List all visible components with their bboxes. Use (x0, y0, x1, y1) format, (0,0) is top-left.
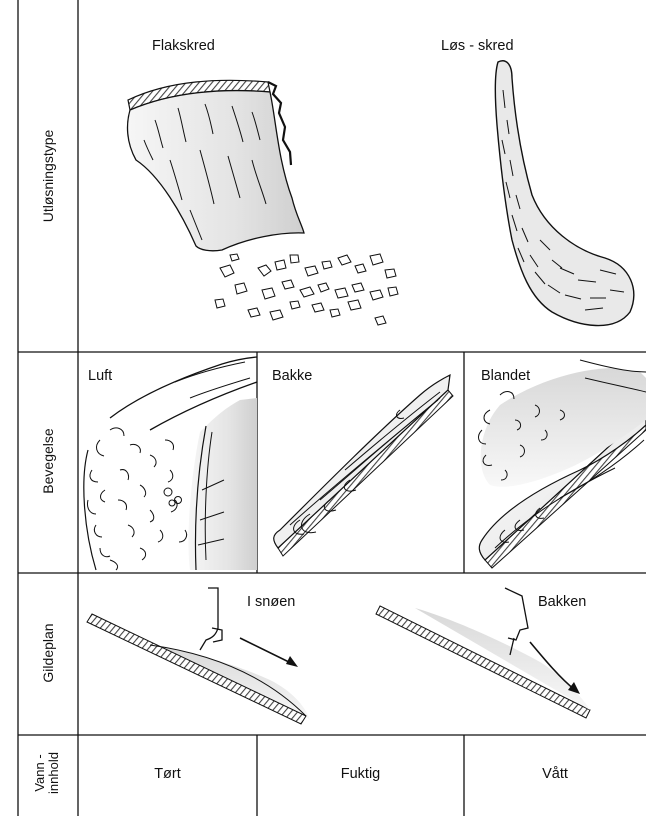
row-label-water-content-line2: innhold (47, 736, 61, 810)
label-sliding-in-snow: I snøen (247, 594, 295, 610)
label-slab-avalanche: Flakskred (152, 38, 215, 54)
label-air-movement: Luft (88, 368, 112, 384)
row-label-water-content: Vann - innhold (33, 736, 63, 810)
row-label-movement: Bevegelse (40, 411, 56, 511)
label-sliding-ground: Bakken (538, 594, 586, 610)
label-water-wet: Vått (464, 766, 646, 782)
label-ground-movement: Bakke (272, 368, 312, 384)
mixed-movement-illustration (479, 360, 646, 568)
row-label-release-type: Utløsningstype (40, 101, 56, 251)
row-label-sliding-plane: Gildeplan (40, 608, 56, 698)
label-mixed-movement: Blandet (481, 368, 530, 384)
loose-avalanche-illustration (495, 61, 634, 326)
ground-movement-illustration (274, 375, 453, 556)
label-loose-avalanche: Løs - skred (441, 38, 514, 54)
label-water-moist: Fuktig (257, 766, 464, 782)
air-movement-illustration (84, 357, 257, 570)
row-label-water-content-line1: Vann - (33, 736, 47, 810)
label-water-dry: Tørt (78, 766, 257, 782)
slab-avalanche-illustration (128, 80, 398, 325)
